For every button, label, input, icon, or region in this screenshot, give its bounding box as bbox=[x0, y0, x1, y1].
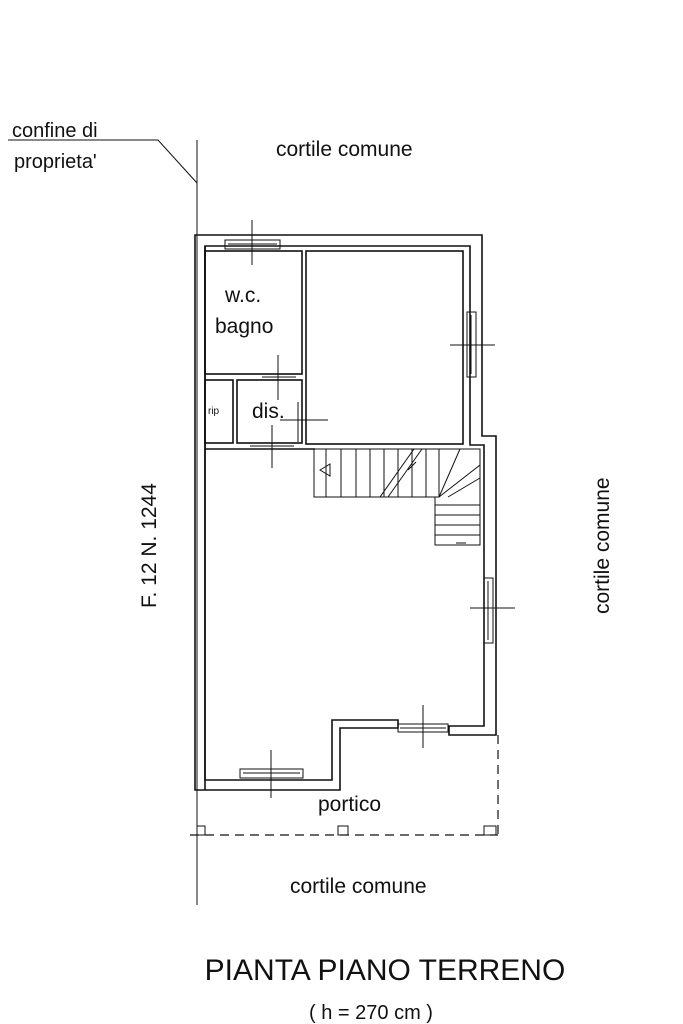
courtyard-right-label: cortile comune bbox=[591, 477, 614, 614]
windows bbox=[224, 220, 515, 798]
boundary-label-line2: proprieta' bbox=[14, 151, 97, 173]
portico-label: portico bbox=[318, 793, 381, 816]
room-label-dis: dis. bbox=[252, 400, 285, 423]
plan-title: PIANTA PIANO TERRENO bbox=[205, 954, 566, 987]
plan-subtitle: ( h = 270 cm ) bbox=[309, 1002, 433, 1024]
interior-walls bbox=[204, 250, 464, 450]
courtyard-top-label: cortile comune bbox=[276, 138, 413, 161]
property-boundary bbox=[8, 139, 198, 905]
room-label-wc: w.c. bbox=[224, 284, 261, 307]
room-label-bagno: bagno bbox=[215, 315, 273, 338]
boundary-label-line1: confine di bbox=[12, 120, 98, 142]
doors bbox=[232, 355, 328, 468]
portico bbox=[190, 735, 499, 836]
parcel-label: F. 12 N. 1244 bbox=[138, 483, 161, 608]
courtyard-bottom-label: cortile comune bbox=[290, 875, 427, 898]
staircase bbox=[313, 448, 481, 546]
room-label-rip: rip bbox=[208, 406, 220, 417]
